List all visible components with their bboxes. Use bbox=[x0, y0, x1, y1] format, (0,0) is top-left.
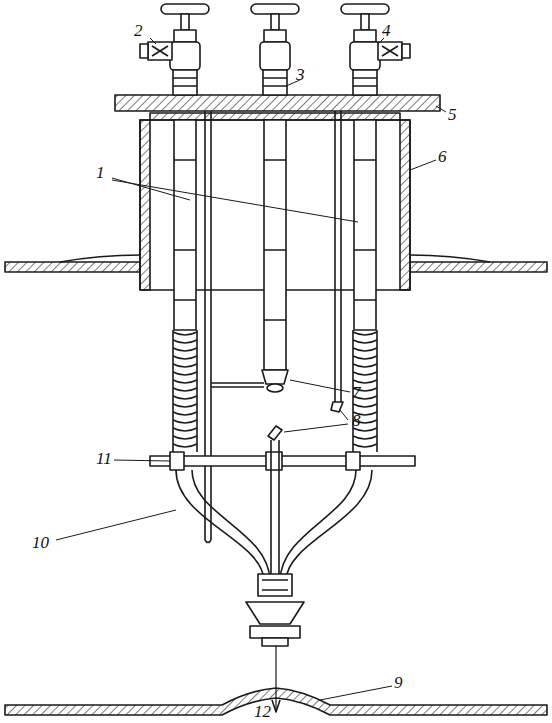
callout-number: 12 bbox=[254, 703, 271, 720]
callout-number: 3 bbox=[296, 66, 305, 83]
valve-nut bbox=[174, 30, 196, 42]
callout-number: 10 bbox=[32, 534, 49, 551]
valve-body bbox=[170, 42, 200, 70]
valve-stem bbox=[361, 14, 369, 30]
bellows-rib bbox=[173, 332, 197, 447]
callout-number: 8 bbox=[352, 412, 361, 429]
valve-body bbox=[350, 42, 380, 70]
bellows-side bbox=[173, 330, 197, 452]
valve-stem bbox=[271, 14, 279, 30]
valve-nut bbox=[354, 30, 376, 42]
valve-nut bbox=[264, 30, 286, 42]
callout-number: 11 bbox=[96, 450, 112, 467]
callout-number: 5 bbox=[448, 106, 457, 123]
nut-line bbox=[263, 78, 287, 86]
valve-group bbox=[161, 4, 389, 95]
callout-number: 6 bbox=[438, 148, 447, 165]
callout-number: 1 bbox=[96, 164, 105, 181]
bellows-group bbox=[173, 330, 377, 452]
valve-body bbox=[260, 42, 290, 70]
nut-line bbox=[173, 78, 197, 86]
valve-nut bbox=[173, 70, 197, 95]
handwheel bbox=[161, 4, 209, 14]
bellows-side bbox=[353, 330, 377, 452]
callout-number: 7 bbox=[352, 384, 361, 401]
valve-stem bbox=[181, 14, 189, 30]
valve-nut bbox=[353, 70, 377, 95]
handwheel bbox=[251, 4, 299, 14]
callout-number: 4 bbox=[382, 22, 391, 39]
bellows-rib bbox=[353, 332, 377, 447]
nut-line bbox=[353, 78, 377, 86]
callout-number: 9 bbox=[394, 674, 403, 691]
callout-number: 2 bbox=[134, 22, 143, 39]
valve-nut bbox=[263, 70, 287, 95]
handwheel bbox=[341, 4, 389, 14]
